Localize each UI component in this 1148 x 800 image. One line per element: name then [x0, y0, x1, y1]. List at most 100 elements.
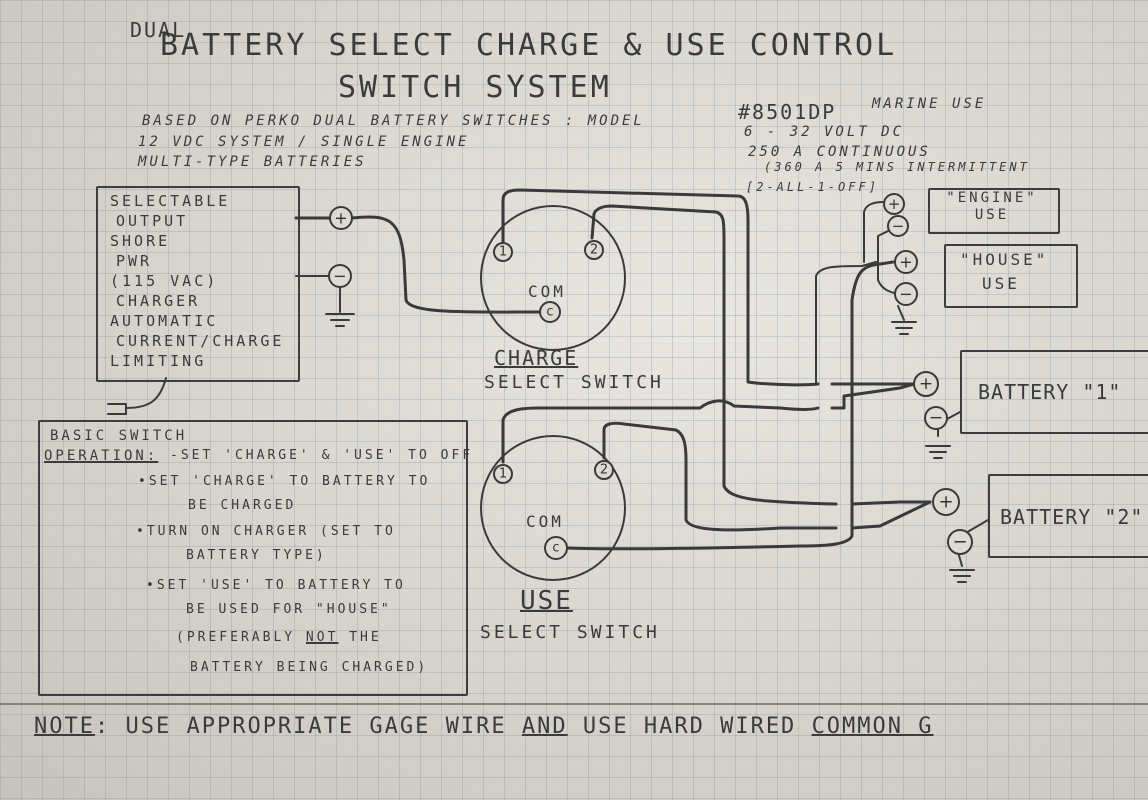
- operation-step-4c-not: NOT: [305, 630, 339, 645]
- house-use-label-1: "HOUSE": [960, 250, 1049, 269]
- charger-line-5: (115 VAC): [110, 272, 219, 290]
- wire-use-com-to-house: [566, 260, 895, 551]
- wire-charge-t2-to-battery-2: [590, 204, 932, 506]
- battery-1-label: BATTERY "1": [978, 380, 1122, 404]
- spec-voltage: 6 - 32 VOLT DC: [744, 124, 905, 140]
- spec-positions: [2-ALL-1-OFF]: [746, 180, 879, 194]
- spec-model-number: #8501DP: [738, 100, 837, 124]
- house-use-label-2: USE: [982, 274, 1020, 293]
- engine-use-box: [928, 188, 1060, 234]
- engine-minus-sign: −: [892, 217, 905, 235]
- use-switch-terminal-1-label: 1: [499, 467, 507, 482]
- title-line-2: SWITCH SYSTEM: [338, 70, 612, 105]
- spec-continuous: 250 A CONTINUOUS: [748, 144, 931, 160]
- title-line-1: BATTERY SELECT CHARGE & USE CONTROL: [160, 28, 898, 63]
- battery-2-box: [988, 474, 1148, 558]
- note-and: AND: [521, 714, 568, 739]
- operation-step-4c-post: THE: [349, 630, 382, 645]
- charger-minus-sign: −: [333, 267, 346, 286]
- spec-batteries: MULTI-TYPE BATTERIES: [138, 154, 367, 170]
- note-text-2: USE HARD WIRED: [582, 714, 797, 739]
- charge-switch-terminal-1: [493, 242, 513, 262]
- use-switch-terminal-2-label: 2: [600, 463, 608, 478]
- operation-step-4c: (PREFERABLY NOT THE: [176, 630, 382, 645]
- wire-engine-house-link: [815, 201, 885, 385]
- wire-charger-positive-to-charge-com: [294, 215, 542, 314]
- title-prefix: DUAL: [130, 18, 187, 42]
- operation-step-4c-pre: (PREFERABLY: [176, 630, 296, 645]
- battery-1-positive-terminal: [913, 371, 939, 397]
- charge-switch-terminal-2-label: 2: [590, 243, 598, 258]
- charger-positive-terminal: [329, 206, 353, 230]
- note-line: NOTE: USE APPROPRIATE GAGE WIRE AND USE …: [34, 714, 934, 739]
- operation-step-4d: BATTERY BEING CHARGED): [190, 660, 429, 675]
- spec-marine-use: MARINE USE: [872, 96, 987, 112]
- house-minus-sign: −: [899, 285, 912, 304]
- charger-ac-plug: [107, 377, 167, 415]
- operation-step-4b: BE USED FOR "HOUSE": [186, 602, 392, 617]
- operation-heading-2: OPERATION:: [44, 448, 159, 464]
- note-separator: :: [94, 714, 111, 739]
- charge-switch-com-terminal-label: c: [546, 305, 553, 320]
- battery-1-plus-sign: +: [919, 374, 933, 394]
- charge-switch-terminal-1-label: 1: [499, 245, 507, 260]
- charger-plus-sign: +: [334, 209, 347, 228]
- battery-2-plus-sign: +: [938, 492, 953, 513]
- operation-step-3b: BATTERY TYPE): [186, 548, 327, 563]
- charger-ground-symbol: [325, 313, 355, 327]
- use-switch-subtitle: SELECT SWITCH: [480, 622, 660, 643]
- battery-2-negative-terminal: [947, 529, 973, 555]
- charger-line-3: SHORE: [110, 232, 171, 250]
- charger-box: [96, 186, 300, 382]
- operation-heading-1: BASIC SWITCH: [50, 428, 188, 444]
- charger-line-2: OUTPUT: [116, 212, 189, 230]
- house-positive-terminal: [894, 250, 918, 274]
- charger-line-1: SELECTABLE: [110, 192, 231, 210]
- spec-system: 12 VDC SYSTEM / SINGLE ENGINE: [138, 134, 470, 150]
- note-text-3: COMMON G: [811, 714, 934, 739]
- wire-engine-minus-ground: [877, 227, 905, 321]
- charger-line-4: PWR: [116, 252, 153, 270]
- charger-line-6: CHARGER: [116, 292, 201, 310]
- wire-use-t2-to-battery-2: [602, 421, 932, 532]
- use-switch-body: [480, 435, 626, 581]
- battery-1-box: [960, 350, 1148, 434]
- use-switch-name: USE: [520, 586, 573, 616]
- engine-use-label: "ENGINE" USE: [946, 190, 1038, 223]
- note-text-1: USE APPROPRIATE GAGE WIRE: [125, 714, 507, 739]
- operation-step-2b: BE CHARGED: [188, 498, 297, 513]
- wire-charger-negative-ground: [295, 275, 341, 313]
- operation-step-1: -SET 'CHARGE' & 'USE' TO OFF: [170, 448, 474, 463]
- operation-step-2a: •SET 'CHARGE' TO BATTERY TO: [138, 474, 431, 489]
- charger-line-7: AUTOMATIC: [110, 312, 219, 330]
- spec-based-on: BASED ON PERKO DUAL BATTERY SWITCHES : M…: [142, 113, 645, 129]
- engine-plus-sign: +: [888, 195, 901, 213]
- battery-2-positive-terminal: [932, 488, 960, 516]
- use-switch-terminal-2: [594, 460, 614, 480]
- use-switch-terminal-1: [493, 464, 513, 484]
- charge-switch-terminal-2: [584, 240, 604, 260]
- engine-positive-terminal: [883, 193, 905, 215]
- charge-switch-com-label: COM: [528, 282, 566, 301]
- operation-box: [38, 420, 468, 696]
- house-negative-terminal: [894, 282, 918, 306]
- house-use-box: [944, 244, 1078, 308]
- charge-switch-terminal-com: [539, 301, 561, 323]
- note-label: NOTE: [34, 714, 95, 739]
- spec-intermittent: (360 A 5 MINS INTERMITTENT: [764, 160, 1030, 174]
- wire-use-t1-to-battery-1: [501, 382, 916, 464]
- operation-step-4a: •SET 'USE' TO BATTERY TO: [146, 578, 406, 593]
- battery-2-minus-sign: −: [952, 532, 967, 553]
- engine-negative-terminal: [887, 215, 909, 237]
- charge-switch-body: [480, 205, 626, 351]
- charge-switch-subtitle: SELECT SWITCH: [484, 372, 664, 393]
- ground-symbol-battery-2: [949, 569, 975, 583]
- battery-2-label: BATTERY "2": [1000, 505, 1144, 529]
- operation-step-3a: •TURN ON CHARGER (SET TO: [136, 524, 396, 539]
- charger-negative-terminal: [328, 264, 352, 288]
- charger-line-8: CURRENT/CHARGE: [116, 332, 285, 350]
- use-switch-com-terminal-label: c: [552, 541, 559, 556]
- battery-1-minus-sign: −: [929, 408, 943, 428]
